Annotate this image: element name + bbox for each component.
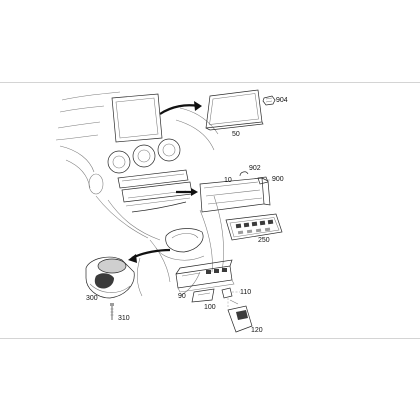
label-10: 10 (224, 177, 232, 184)
dashboard-vents (107, 138, 181, 174)
label-120: 120 (251, 327, 263, 334)
arrow-display-to-part (159, 101, 202, 115)
part-50-display (205, 89, 264, 131)
part-900-connector (257, 176, 275, 185)
label-310: 310 (118, 315, 130, 322)
bottom-divider (0, 338, 420, 339)
label-904: 904 (276, 97, 288, 104)
part-100-bracket (191, 288, 215, 303)
label-100: 100 (204, 304, 216, 311)
part-110-connector (221, 287, 240, 299)
label-250: 250 (258, 237, 270, 244)
arrow-touchpad-to-controller (128, 248, 171, 263)
label-110: 110 (240, 289, 251, 296)
label-900: 900 (272, 176, 284, 183)
part-10-climate-unit (199, 177, 271, 213)
console-touchpad (155, 228, 205, 261)
part-310-screw (110, 303, 114, 320)
dashboard-outline (55, 91, 224, 297)
top-divider (0, 82, 420, 83)
part-90-usb-hub (175, 259, 235, 293)
label-90: 90 (178, 293, 186, 300)
arrow-stack-to-climate (175, 188, 198, 196)
part-labels: 50 904 10 902 900 250 300 310 90 110 100… (86, 97, 288, 334)
part-904-connector (262, 95, 282, 106)
part-120-cable-connector (227, 298, 253, 333)
label-50: 50 (232, 131, 240, 138)
label-902: 902 (249, 165, 261, 172)
part-300-touchpad (85, 256, 135, 299)
label-300: 300 (86, 295, 98, 302)
dashboard-display (111, 93, 163, 143)
part-250-climate-panel (225, 213, 283, 241)
part-902-clip (239, 171, 249, 177)
